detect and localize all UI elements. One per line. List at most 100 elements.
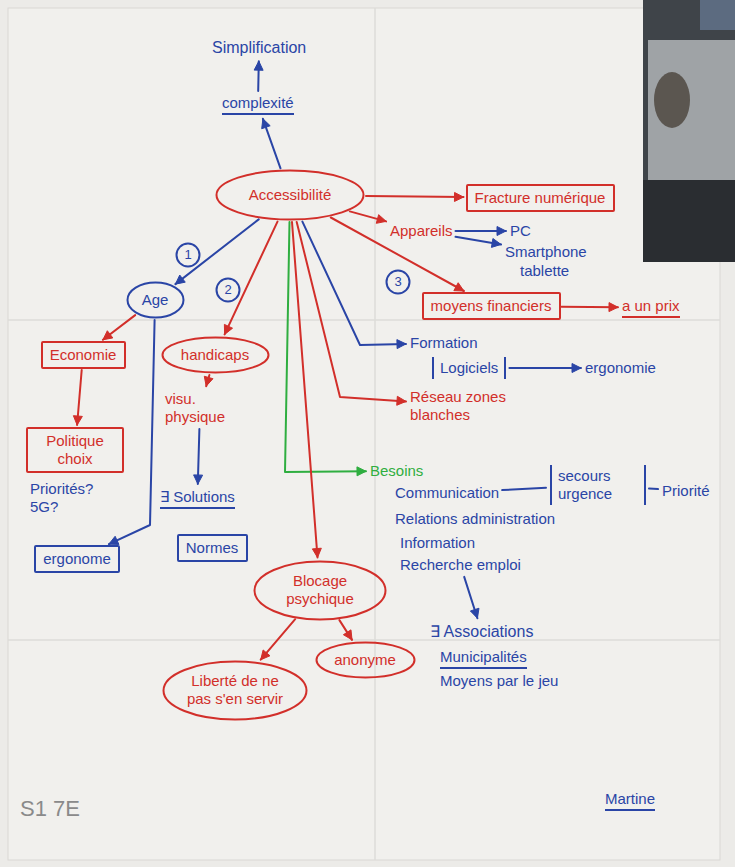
connector-line: [502, 488, 546, 490]
node-text-group: moyens financiers: [431, 297, 552, 315]
node-text-group: Economie: [50, 346, 117, 364]
arrowhead: [261, 650, 270, 660]
concept-ellipse: Blocage psychique: [253, 560, 387, 621]
concept-box: Fracture numérique: [466, 184, 615, 212]
node-outline-shape: [217, 279, 240, 302]
connector: [73, 370, 82, 425]
handwritten-note: Relations administration: [395, 510, 555, 528]
connector: [175, 219, 258, 284]
node-text-group: 3: [394, 274, 401, 290]
handwritten-note: tablette: [520, 262, 569, 280]
concept-box: moyens financiers: [422, 292, 561, 320]
arrowhead: [454, 283, 464, 291]
arrowhead: [312, 548, 321, 557]
node-text-group: Normes: [186, 539, 239, 557]
arrowhead: [262, 119, 270, 129]
node-text: Politique choix: [35, 432, 115, 468]
arrowhead: [497, 227, 506, 236]
arrowhead: [109, 536, 119, 544]
handwritten-note: Moyens par le jeu: [440, 672, 558, 690]
connector-line: [366, 196, 464, 197]
connector: [103, 315, 135, 340]
arrow-line: [509, 364, 581, 373]
node-text: ergonome: [43, 550, 111, 568]
handwritten-note: ∃ Associations: [430, 622, 533, 641]
node-outline-shape: [177, 244, 200, 267]
photo-sleeve: [700, 0, 735, 30]
arrowhead: [454, 192, 463, 201]
arrow-line: [204, 375, 213, 386]
photo-hand: [654, 72, 690, 128]
node-text: Fracture numérique: [475, 189, 606, 207]
connector-line: [509, 367, 581, 369]
arrowhead: [204, 376, 213, 386]
node-text-group: ergonome: [43, 550, 111, 568]
node-text: Economie: [50, 346, 117, 364]
callout-circle: 3: [385, 269, 411, 295]
handwritten-note: Formation: [410, 334, 478, 352]
arrow-line: [456, 237, 502, 248]
concept-box: Politique choix: [26, 427, 124, 473]
node-text-group: anonyme: [334, 651, 396, 669]
arrowhead: [572, 364, 581, 373]
arrow-line: [254, 61, 263, 91]
node-text: anonyme: [334, 651, 396, 669]
connector: [261, 619, 296, 660]
connector-line: [331, 218, 464, 292]
photo-inset: [643, 0, 735, 262]
arrow-line: [262, 119, 281, 169]
handwritten-note: ergonomie: [585, 359, 656, 377]
node-text: Blocage psychique: [275, 572, 365, 608]
node-text-group: 1: [184, 247, 191, 263]
node-text-group: Politique choix: [35, 432, 115, 468]
arrowhead: [343, 630, 352, 640]
arrowhead: [357, 467, 366, 476]
arrowhead: [73, 416, 82, 425]
handwritten-note: Smartphone: [505, 243, 587, 261]
arrow-line: [285, 222, 366, 476]
concept-ellipse: Accessibilité: [215, 169, 365, 221]
node-outline-shape: [255, 561, 386, 619]
arrowhead: [175, 275, 185, 284]
arrow-line: [502, 488, 546, 490]
node-text: Age: [142, 291, 169, 309]
concept-ellipse: handicaps: [161, 336, 270, 374]
arrow-line: [456, 227, 507, 236]
handwritten-note: Appareils: [390, 222, 453, 240]
handwritten-note: PC: [510, 222, 531, 240]
node-outline-shape: [162, 338, 268, 373]
node-outline-shape: [127, 283, 183, 318]
fold-line: [8, 639, 720, 641]
callout-circle: 2: [215, 277, 241, 303]
handwritten-note: Simplification: [212, 38, 306, 57]
connector-line: [285, 222, 366, 472]
node-text: Liberté de ne pas s'en servir: [185, 672, 285, 708]
node-outline-shape: [164, 661, 307, 719]
handwritten-note: ∃ Solutions: [160, 488, 235, 509]
node-text-group: handicaps: [181, 346, 249, 364]
connector: [331, 218, 464, 292]
arrow-line: [302, 222, 406, 349]
concept-ellipse: anonyme: [315, 641, 416, 679]
node-text: 3: [394, 274, 401, 290]
connector-line: [175, 219, 258, 284]
photo-paper: [648, 40, 735, 190]
node-text-group: Blocage psychique: [275, 572, 365, 608]
photo-shadow: [643, 180, 735, 262]
arrow-line: [194, 429, 203, 484]
arrowhead: [397, 340, 406, 349]
handwritten-note: Réseau zones blanches: [410, 388, 540, 424]
handwritten-note: Information: [400, 534, 475, 552]
arrow-line: [649, 488, 658, 490]
callout-circle: 1: [175, 242, 201, 268]
arrow-line: [464, 577, 479, 618]
node-text: moyens financiers: [431, 297, 552, 315]
bracketed-note: secours urgence: [550, 465, 646, 505]
photo-ground: [643, 0, 735, 262]
handwritten-note: Priorités? 5G?: [30, 480, 100, 516]
connector: [292, 222, 321, 558]
connector: [366, 192, 464, 201]
node-outline-shape: [316, 643, 414, 678]
